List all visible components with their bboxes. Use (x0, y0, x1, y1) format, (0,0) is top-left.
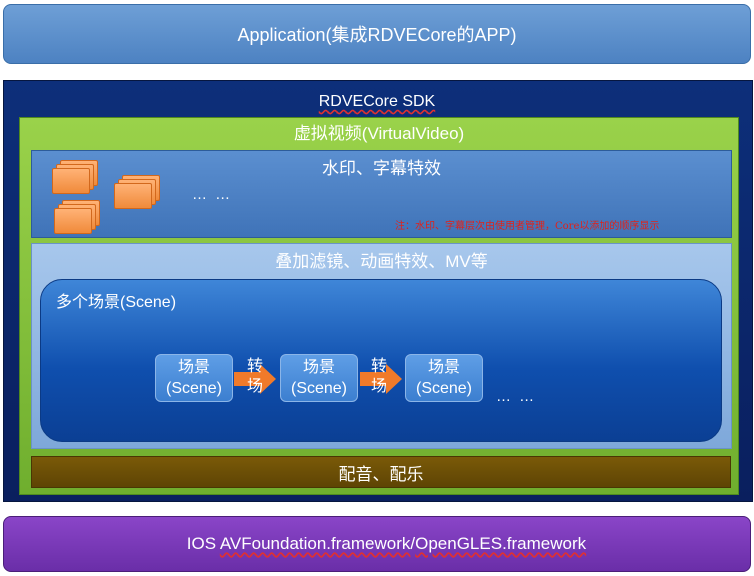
ios-framework-bar: IOS AVFoundation.framework/OpenGLES.fram… (3, 516, 751, 572)
scene-sublabel: (Scene) (415, 380, 473, 397)
transition-label: 转 场 (368, 355, 390, 399)
audio-label: 配音、配乐 (338, 464, 424, 484)
transition-char: 场 (246, 378, 263, 395)
sdk-title: RDVECore SDK (0, 90, 754, 114)
scene-sublabel: (Scene) (165, 380, 223, 397)
scene-box: 场景 (Scene) (155, 354, 233, 402)
arrow-right-icon (234, 364, 276, 394)
scenes-title: 多个场景(Scene) (56, 294, 177, 311)
scene-label: 场景 (302, 359, 335, 376)
scene-box: 场景 (Scene) (280, 354, 358, 402)
application-label: Application(集成RDVECore的APP) (237, 25, 517, 45)
scene-sublabel: (Scene) (290, 380, 348, 397)
virtual-video-title: 虚拟视频(VirtualVideo) (293, 123, 465, 143)
overlay-title: 叠加滤镜、动画特效、MV等 (275, 251, 488, 271)
document-icon (52, 168, 90, 194)
watermark-ellipsis: … … (192, 186, 233, 203)
watermark-note: 注：水印、字幕层次由使用者管理，Core以添加的顺序显示 (395, 221, 660, 232)
scenes-ellipsis: … … (496, 388, 537, 405)
document-icon (114, 183, 152, 209)
document-icon (54, 208, 92, 234)
ios-prefix: IOS (186, 534, 220, 553)
audio-bar: 配音、配乐 (31, 456, 731, 488)
scenes-container (40, 279, 722, 442)
transition-char: 转 (370, 358, 387, 375)
scene-box: 场景 (Scene) (405, 354, 483, 402)
arrow-right-icon (360, 364, 402, 394)
framework-separator: / (410, 534, 416, 553)
sdk-title-text: RDVECore SDK (318, 93, 436, 110)
transition-label: 转 场 (244, 355, 266, 399)
scene-label: 场景 (177, 359, 210, 376)
transition-char: 转 (246, 358, 263, 375)
avfoundation-framework-label: AVFoundation.framework (219, 534, 411, 553)
scene-label: 场景 (427, 359, 460, 376)
application-bar: Application(集成RDVECore的APP) (3, 4, 751, 64)
transition-char: 场 (370, 378, 387, 395)
watermark-title: 水印、字幕特效 (322, 158, 441, 178)
opengles-framework-label: OpenGLES.framework (415, 534, 587, 553)
